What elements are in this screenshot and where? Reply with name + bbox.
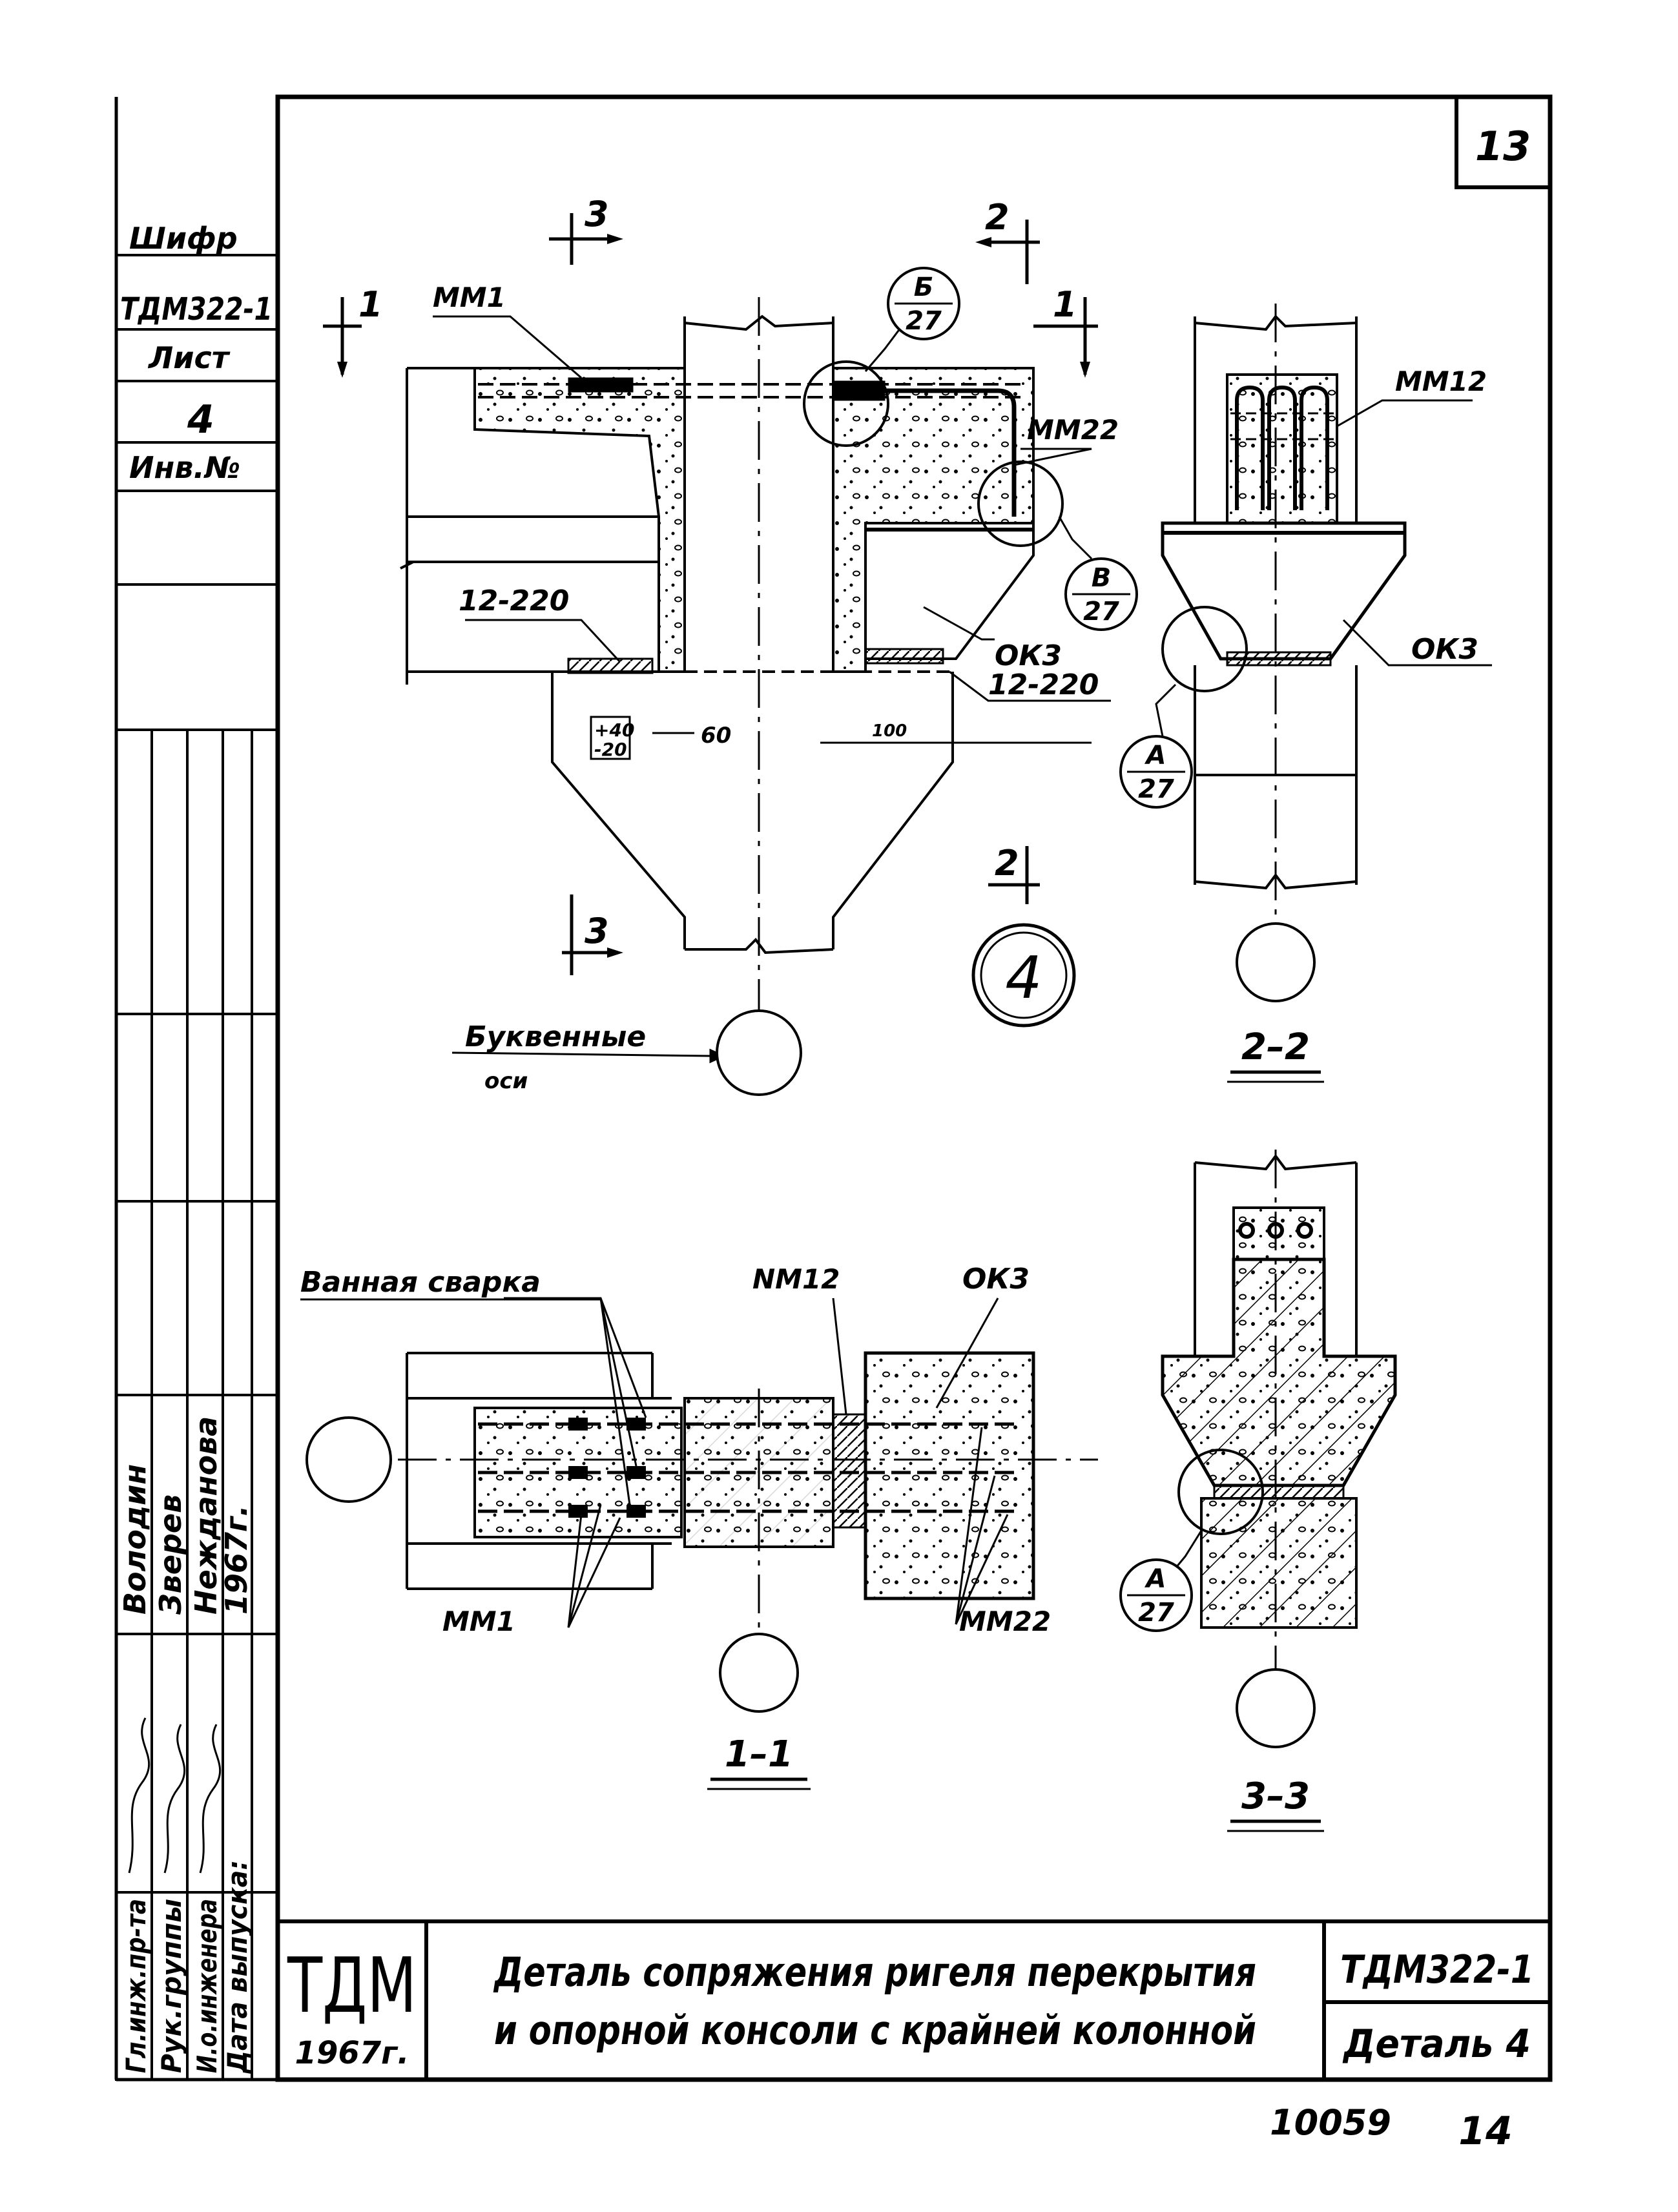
- approval-roles: Гл.инж.пр-та Рук.группы И.о.инженера Дат…: [120, 1860, 253, 2074]
- title-line-2: и опорной консоли с крайней колонной: [494, 2007, 1256, 2054]
- role-chief-engineer: Гл.инж.пр-та: [120, 1899, 152, 2073]
- section-mark-1-left: 1: [358, 284, 383, 325]
- section-mark-2-bottom: 2: [995, 843, 1019, 884]
- role-engineer: И.о.инженера: [191, 1899, 223, 2073]
- top-rebars: [478, 377, 1027, 517]
- label-ok3-2-2: ОК3: [1411, 633, 1478, 666]
- section-title-2-2: 2–2: [1241, 1026, 1310, 1068]
- tol-minus: -20: [594, 739, 627, 760]
- label-mm12-plan: NМ12: [752, 1263, 840, 1295]
- axis-bubble-main: [716, 1009, 802, 1096]
- label-plate-right: 12-220: [988, 668, 1099, 701]
- bearing-plate-right: [864, 648, 944, 665]
- title-line-1: Деталь сопряжения ригеля перекрытия: [493, 1948, 1256, 1996]
- detail-number-badge: 4: [971, 923, 1076, 1028]
- role-group-head: Рук.группы: [156, 1899, 187, 2073]
- callout-a-2-2: А 27: [1119, 735, 1193, 809]
- column-grout-right: [832, 367, 1035, 673]
- role-release-date: Дата выпуска:: [222, 1860, 253, 2074]
- detail-name: Деталь 4: [1342, 2021, 1531, 2067]
- title-block: [278, 1919, 1550, 2080]
- axis-bubble-1-1-left: [306, 1416, 392, 1503]
- label-bath-weld: Ванная сварка: [300, 1266, 541, 1299]
- lower-column: [549, 670, 956, 955]
- tol-plus: +40: [594, 719, 634, 741]
- label-mm1-top: ММ1: [433, 282, 506, 313]
- section-mark-3-top: 3: [585, 194, 609, 234]
- detail-elevation: 60 100 +40 -20: [323, 194, 1138, 1096]
- document-code: ТДМ322-1: [1340, 1947, 1534, 1992]
- section-arrows: [337, 234, 1090, 958]
- section-title-3-3: 3–3: [1241, 1775, 1310, 1817]
- axis-bubble-2-2: [1236, 922, 1316, 1002]
- dim-60: 60: [701, 723, 731, 749]
- callout-a-letter: А: [1145, 741, 1166, 770]
- column-outline: [683, 297, 834, 1014]
- letter-axes-line2: оси: [484, 1068, 528, 1094]
- footer-number: 10059: [1270, 2102, 1391, 2143]
- section-1-1: Ванная сварка NМ12 ОК3 ММ1 ММ22 1–1: [300, 1263, 1098, 1790]
- leaders: [433, 315, 1111, 1064]
- label-ok3-top: ОК3: [995, 639, 1062, 672]
- letter-axes-line1: Буквенные: [465, 1020, 646, 1053]
- label-mm12-2-2: ММ12: [1395, 366, 1487, 397]
- callout-a3-sheet: 27: [1138, 1598, 1174, 1628]
- dim-100: 100: [872, 721, 907, 741]
- org-year: 1967г.: [295, 2035, 409, 2071]
- approval-signatures: [128, 1717, 222, 1874]
- sheet-number-box: 13: [1455, 95, 1552, 189]
- label-mm22-top: ММ22: [1027, 414, 1119, 446]
- inventory-label: Инв.№: [129, 450, 240, 485]
- cipher-value: ТДМ322-1: [120, 291, 273, 327]
- label-mm22-plan: ММ22: [959, 1606, 1051, 1637]
- label-mm1-plan: ММ1: [442, 1606, 515, 1637]
- name-nezhdanova: Нежданова: [189, 1416, 223, 1615]
- section-mark-2-top: 2: [985, 197, 1010, 238]
- dimensions: [590, 716, 1092, 760]
- axis-bubble-1-1-bottom: [719, 1633, 799, 1713]
- callout-a-3-3: А 27: [1119, 1558, 1193, 1632]
- callout-a3-letter: А: [1145, 1564, 1166, 1594]
- left-strip: [116, 254, 278, 586]
- callout-b-sheet: 27: [906, 306, 942, 336]
- footer-page: 14: [1458, 2109, 1513, 2154]
- name-zverev: Зверев: [153, 1494, 188, 1615]
- sheet-label: Лист: [147, 340, 231, 375]
- callout-v-letter: В: [1092, 563, 1112, 593]
- section-title-1-1: 1–1: [725, 1733, 793, 1775]
- section-2-2: ММ12 ОК3 А 27 2–2: [1119, 304, 1492, 1083]
- beam-grout: [473, 367, 686, 673]
- cipher-label: Шифр: [129, 221, 238, 256]
- callout-circles: [803, 360, 1064, 547]
- axis-bubble-3-3: [1236, 1668, 1316, 1748]
- label-plate-left: 12-220: [459, 584, 569, 617]
- approval-block: [115, 729, 279, 2081]
- label-ok3-plan: ОК3: [962, 1263, 1030, 1296]
- name-volodin: Володин: [118, 1464, 152, 1615]
- console-2-2: [1161, 521, 1407, 661]
- section-mark-1-right: 1: [1053, 284, 1077, 325]
- callout-v: В 27: [1064, 557, 1138, 631]
- org-logo: ТДМ: [287, 1941, 417, 2030]
- section-marks: [323, 213, 1098, 975]
- callout-v-sheet: 27: [1083, 597, 1119, 626]
- approval-names: Володин Зверев Нежданова 1967г.: [118, 1416, 254, 1615]
- sheet-value: 4: [187, 397, 214, 442]
- callout-a-sheet: 27: [1138, 774, 1174, 804]
- release-year: 1967г.: [219, 1505, 254, 1615]
- detail-number: 4: [1005, 944, 1042, 1012]
- sheet-number: 13: [1475, 123, 1531, 170]
- callout-b: Б 27: [887, 267, 960, 340]
- section-mark-3-bottom: 3: [585, 911, 609, 951]
- callout-b-letter: Б: [914, 273, 934, 302]
- section-3-3: А 27 3–3: [1119, 1150, 1397, 1832]
